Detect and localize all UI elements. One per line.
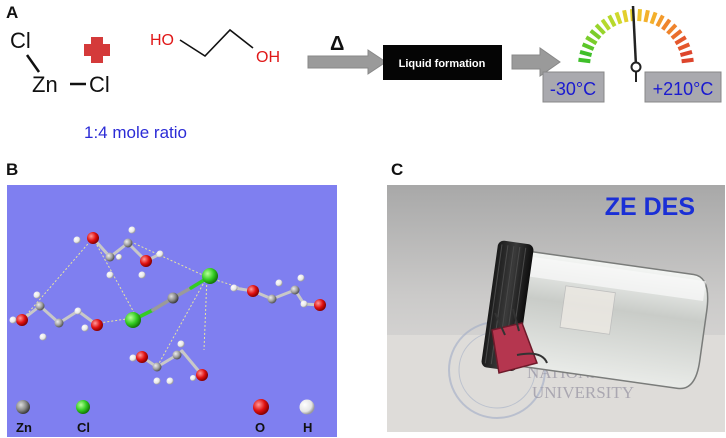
panel-c-label: C [391, 160, 404, 179]
binder-clip [491, 308, 548, 374]
temperature-gauge-icon [578, 8, 694, 64]
panel-b-label: B [6, 160, 19, 179]
temp-low-label: -30°C [550, 79, 596, 99]
glycol-ho-label: HO [150, 32, 174, 49]
temp-high-box [644, 71, 722, 103]
zncl2-zn: Zn [32, 72, 58, 97]
ethylene-glycol-structure: HO OH [150, 28, 280, 66]
heat-delta-symbol: Δ [330, 33, 344, 55]
zncl2-cl-top: Cl [10, 28, 31, 53]
ze-des-vial-photo: INCHEON NATIONAL UNIVERSITY ZE DES [387, 185, 725, 432]
photo-label: ZE DES [605, 193, 695, 221]
mole-ratio-label: 1:4 mole ratio [84, 123, 187, 142]
atom-legend: Zn Cl O H [16, 399, 315, 435]
molecular-model-panel: Zn Cl O H [7, 185, 337, 437]
liquid-formation-label: Liquid formation [399, 58, 486, 70]
molecule-atoms [9, 226, 326, 385]
reaction-scheme: Cl Zn Cl HO OH 1:4 mole ratio Δ Liquid f… [10, 5, 722, 142]
legend-cl: Cl [77, 420, 90, 435]
svg-text:UNIVERSITY: UNIVERSITY [532, 383, 634, 402]
zncl2-cl-right: Cl [89, 72, 110, 97]
plus-icon [84, 37, 110, 63]
glycol-oh-label: OH [256, 49, 280, 66]
temp-high-label: +210°C [653, 79, 714, 99]
liquid-formation-box [383, 45, 502, 80]
heat-arrow-icon [307, 49, 387, 75]
result-arrow-icon [511, 47, 561, 77]
temp-low-box [542, 71, 605, 103]
panel-a-label: A [6, 3, 19, 22]
legend-o: O [255, 420, 265, 435]
legend-zn: Zn [16, 420, 32, 435]
legend-h: H [303, 420, 312, 435]
zncl2-structure: Cl Zn Cl [10, 28, 110, 97]
